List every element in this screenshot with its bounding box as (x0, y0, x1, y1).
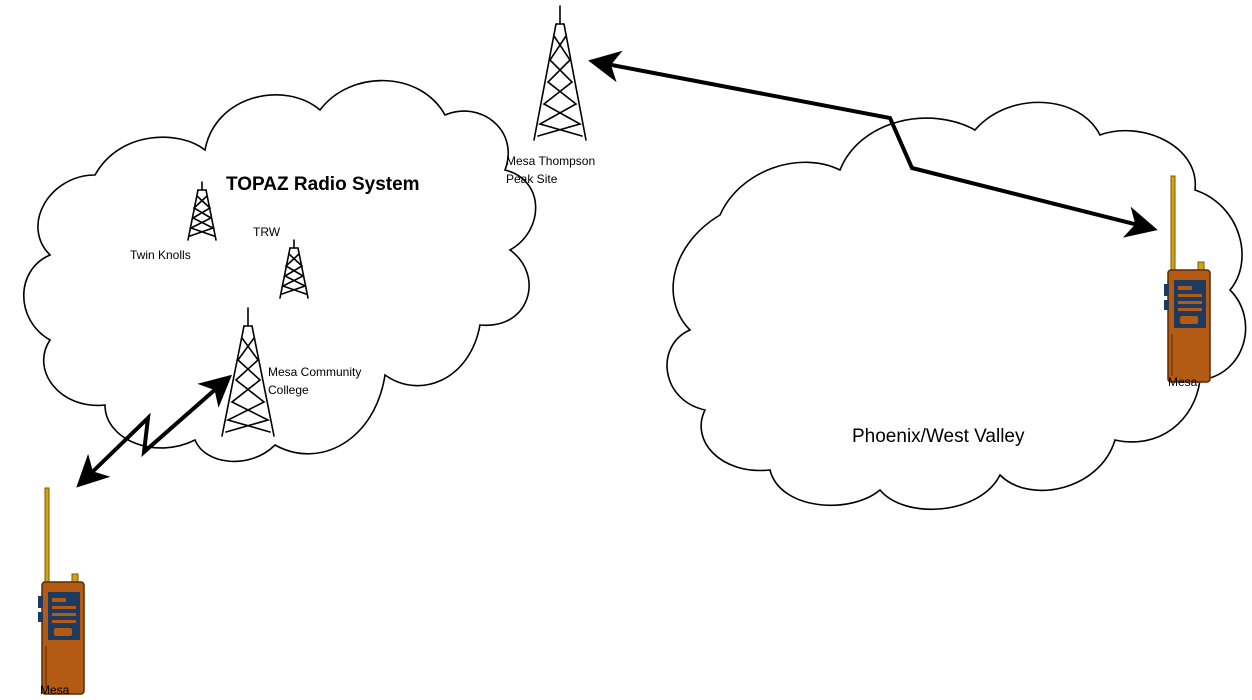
mesa-cc-label-line2: College (268, 383, 309, 397)
twin-knolls-label: Twin Knolls (130, 248, 191, 262)
region-label: Phoenix/West Valley (852, 426, 1025, 447)
mesa-cc-label-line1: Mesa Community (268, 365, 361, 379)
radio-right-label: Mesa (1168, 375, 1198, 389)
thompson-peak-tower (533, 5, 587, 141)
trw-label: TRW (253, 225, 281, 239)
twin-knolls-tower (187, 181, 217, 241)
topaz-cloud (22, 79, 537, 463)
phoenix-cloud (666, 101, 1247, 510)
thompson-label-line1: Mesa Thompson (506, 154, 595, 168)
portable-radio-left (38, 487, 85, 695)
portable-radio-right (1164, 175, 1211, 383)
thompson-label-line2: Peak Site (506, 172, 558, 186)
trw-tower (279, 239, 309, 299)
system-title: TOPAZ Radio System (226, 174, 420, 195)
radio-left-label: Mesa (40, 683, 70, 697)
link-radio-to-mcc (76, 374, 233, 488)
link-thompson-to-radio (588, 50, 1158, 238)
